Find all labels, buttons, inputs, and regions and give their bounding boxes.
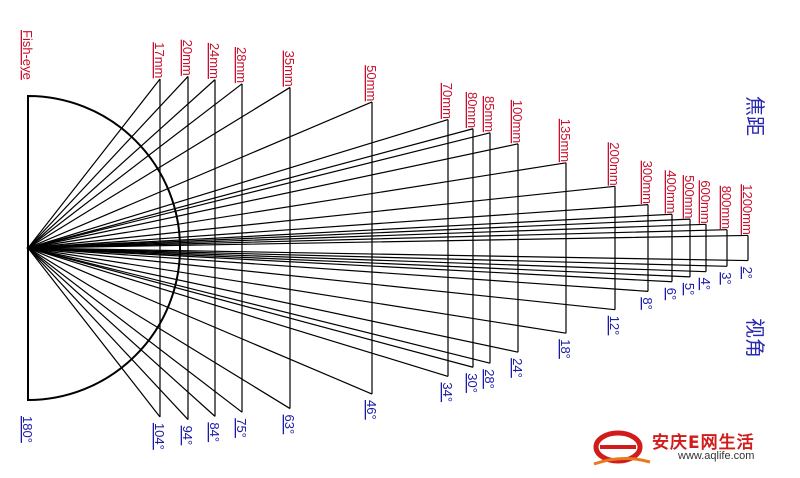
focal-label-500mm: 500mm: [682, 175, 697, 218]
focal-label-50mm: 50mm: [364, 65, 379, 101]
focal-label-fish-eye: Fish-eye: [20, 30, 35, 80]
focal-label-80mm: 80mm: [465, 92, 480, 128]
focal-label-20mm: 20mm: [180, 40, 195, 76]
angle-label-fish-eye: 180°: [20, 416, 35, 443]
focal-label-24mm: 24mm: [207, 43, 222, 79]
focal-label-70mm: 70mm: [440, 83, 455, 119]
heading-view-angle: 视角: [743, 318, 767, 358]
e-logo-icon: [593, 430, 651, 466]
angle-label-800mm: 3°: [719, 272, 734, 284]
angle-label-85mm: 28°: [482, 369, 497, 389]
heading-focal-length: 焦距: [743, 96, 767, 136]
angle-label-20mm: 94°: [180, 426, 195, 446]
focal-label-35mm: 35mm: [282, 51, 297, 87]
focal-label-600mm: 600mm: [698, 180, 713, 223]
angle-label-35mm: 63°: [282, 415, 297, 435]
angle-label-200mm: 12°: [607, 316, 622, 336]
angle-label-135mm: 18°: [558, 339, 573, 359]
focal-label-85mm: 85mm: [482, 96, 497, 132]
focal-label-28mm: 28mm: [234, 47, 249, 83]
fan-edges-70mm: [25, 119, 449, 377]
watermark-url: www.aqlife.com: [678, 450, 755, 462]
angle-label-70mm: 34°: [440, 382, 455, 402]
fan-edges-800mm: [27, 229, 728, 267]
focal-label-400mm: 400mm: [664, 170, 679, 213]
angle-label-1200mm: 2°: [740, 267, 755, 279]
focal-label-100mm: 100mm: [510, 100, 525, 143]
fan-edges-200mm: [27, 185, 616, 311]
watermark-logo: 安庆E网生活 www.aqlife.com: [592, 424, 792, 470]
fan-edges-100mm: [27, 143, 519, 353]
fan-edges-35mm: [26, 86, 291, 410]
focal-label-135mm: 135mm: [558, 119, 573, 162]
view-angle-fans: [25, 76, 749, 420]
focal-label-200mm: 200mm: [607, 142, 622, 185]
watermark-text: 安庆E网生活: [652, 433, 755, 453]
fan-edges-80mm: [25, 128, 474, 368]
fan-edges-50mm: [26, 101, 373, 395]
angle-label-24mm: 84°: [207, 422, 222, 442]
fan-edges-1200mm: [27, 234, 749, 262]
angle-label-500mm: 5°: [682, 283, 697, 295]
focal-label-800mm: 800mm: [719, 186, 734, 229]
angle-label-50mm: 46°: [364, 400, 379, 420]
angle-label-400mm: 6°: [664, 288, 679, 300]
fan-edges-135mm: [27, 162, 567, 334]
focal-label-1200mm: 1200mm: [740, 184, 755, 235]
fan-edges-85mm: [27, 132, 491, 364]
lens-labels: Fish-eye 180° 17mm 104° 20mm 94° 24mm 84° 28mm 75…: [20, 30, 755, 450]
angle-label-17mm: 104°: [152, 423, 167, 450]
focal-label-17mm: 17mm: [152, 42, 167, 78]
angle-label-600mm: 4°: [698, 278, 713, 290]
angle-label-80mm: 30°: [465, 373, 480, 393]
fan-edges-300mm: [27, 204, 649, 292]
focal-label-300mm: 300mm: [640, 161, 655, 204]
angle-label-28mm: 75°: [234, 418, 249, 438]
angle-label-300mm: 8°: [640, 297, 655, 309]
angle-label-100mm: 24°: [510, 358, 525, 378]
